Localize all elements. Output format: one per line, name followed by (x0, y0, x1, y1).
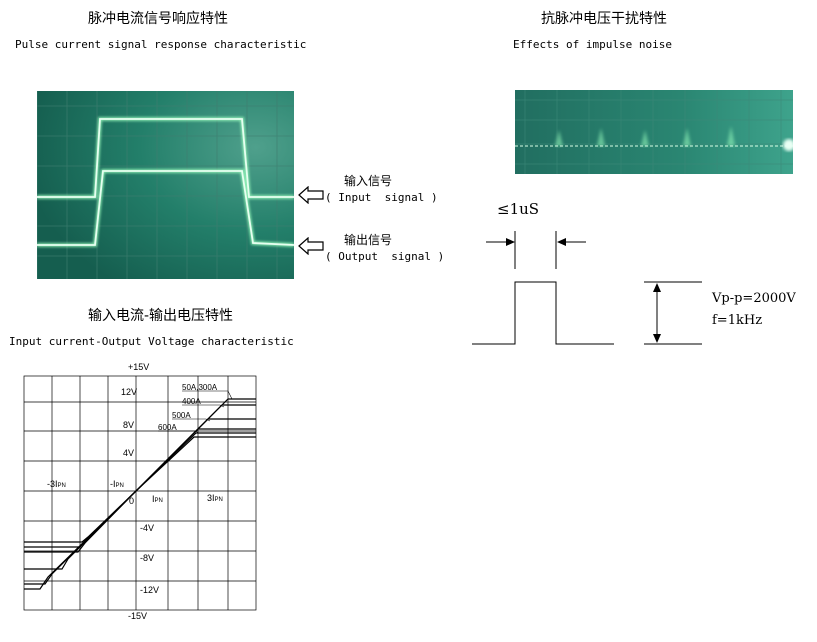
x-tick-subscript: PN (155, 498, 163, 504)
y-tick-label: 8V (123, 420, 134, 430)
iv-title-cn: 输入电流-输出电压特性 (88, 308, 234, 324)
pulse-oscilloscope-image (36, 91, 295, 279)
y-tick-label: 12V (121, 387, 137, 397)
svg-text:IPN: IPN (152, 494, 163, 504)
input-signal-label-en: ( Input signal ) (325, 191, 438, 204)
iv-characteristic-chart: +15V 12V 8V 4V 0 -4V -8V -12V -15V -3IPN… (0, 355, 280, 642)
input-arrow-icon (298, 185, 324, 208)
x-tick-label: -3I (47, 479, 58, 489)
vpp-label: Vp-p=2000V (712, 291, 796, 306)
x-tick-subscript: PN (116, 483, 124, 489)
impulse-title-en: Effects of impulse noise (513, 38, 672, 51)
svg-text:-3IPN: -3IPN (47, 479, 66, 489)
x-tick-subscript: PN (215, 497, 223, 503)
curve-label: 400A (182, 397, 201, 406)
y-tick-label: -8V (140, 553, 154, 563)
pulse-title-cn: 脉冲电流信号响应特性 (88, 11, 228, 27)
x-tick-label: 3I (207, 493, 215, 503)
input-signal-label-cn: 输入信号 (344, 174, 393, 188)
curve-label: 50A,300A (182, 383, 218, 392)
y-tick-label: -4V (140, 523, 154, 533)
x-tick-label: I (152, 494, 155, 504)
output-signal-label-en: ( Output signal ) (325, 250, 445, 263)
noise-oscilloscope-image (515, 90, 795, 174)
curve-label: 500A (172, 411, 191, 420)
x-tick-label: -I (110, 479, 116, 489)
y-tick-label: -12V (140, 585, 159, 595)
pulse-width-label: ≤1uS (497, 200, 540, 218)
curve-label: 600A (158, 423, 177, 432)
pulse-title-en: Pulse current signal response characteri… (15, 38, 307, 51)
impulse-title-cn: 抗脉冲电压干扰特性 (541, 11, 667, 27)
svg-text:3IPN: 3IPN (207, 493, 223, 503)
y-tick-label: -15V (128, 611, 147, 621)
y-tick-label: +15V (128, 362, 149, 372)
svg-text:-IPN: -IPN (110, 479, 124, 489)
impulse-waveform-diagram (470, 225, 800, 354)
output-signal-label-cn: 输出信号 (344, 233, 393, 247)
frequency-label: f=1kHz (712, 313, 763, 328)
x-tick-subscript: PN (58, 483, 66, 489)
iv-title-en: Input current-Output Voltage characteris… (9, 335, 294, 348)
y-tick-label: 0 (129, 496, 134, 506)
output-arrow-icon (298, 236, 324, 259)
y-tick-label: 4V (123, 448, 134, 458)
